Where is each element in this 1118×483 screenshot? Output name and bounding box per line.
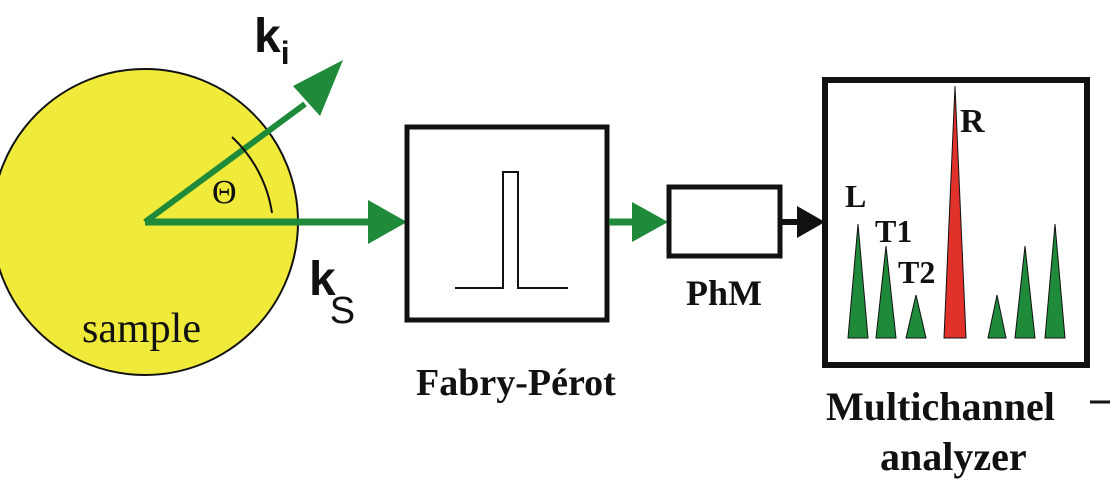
ks-arrow-head: [368, 200, 407, 244]
ki-sub: i: [281, 35, 290, 71]
bandpass-filter-icon: [455, 171, 568, 289]
ks-main: k: [309, 253, 336, 306]
analyzer-label-line2: analyzer: [880, 434, 1027, 479]
ki-label: ki: [254, 10, 290, 71]
peak-label-T2: T2: [898, 254, 935, 290]
ki-arrow-shaft: [143, 101, 307, 225]
ki-main: k: [254, 10, 281, 63]
theta-label: Θ: [212, 174, 237, 211]
peak-left-T1: [875, 245, 897, 339]
peak-label-T1: T1: [875, 213, 912, 249]
theta-arc: [231, 136, 273, 214]
phm-box: [666, 184, 783, 259]
ks-sub: S: [330, 290, 355, 332]
peak-left-L: [847, 223, 869, 339]
peak-left-T2: [905, 294, 927, 339]
peak-label-L: L: [845, 178, 866, 214]
analyzer-label-line1: Multichannel: [826, 384, 1055, 429]
peak-center-R: [943, 85, 967, 339]
fabry-perot-box: [404, 124, 610, 323]
peak-right-T2: [987, 294, 1007, 339]
peak-right-L: [1044, 223, 1066, 339]
phm-label: PhM: [686, 273, 762, 313]
sample-label: sample: [82, 306, 201, 352]
ki-arrow-head: [293, 60, 343, 116]
phm-to-analyzer-head: [797, 206, 825, 238]
fp-to-phm-head: [632, 202, 668, 242]
peak-right-T1: [1014, 245, 1036, 339]
fabry-perot-label: Fabry-Pérot: [416, 362, 616, 404]
peak-label-R: R: [960, 103, 985, 140]
